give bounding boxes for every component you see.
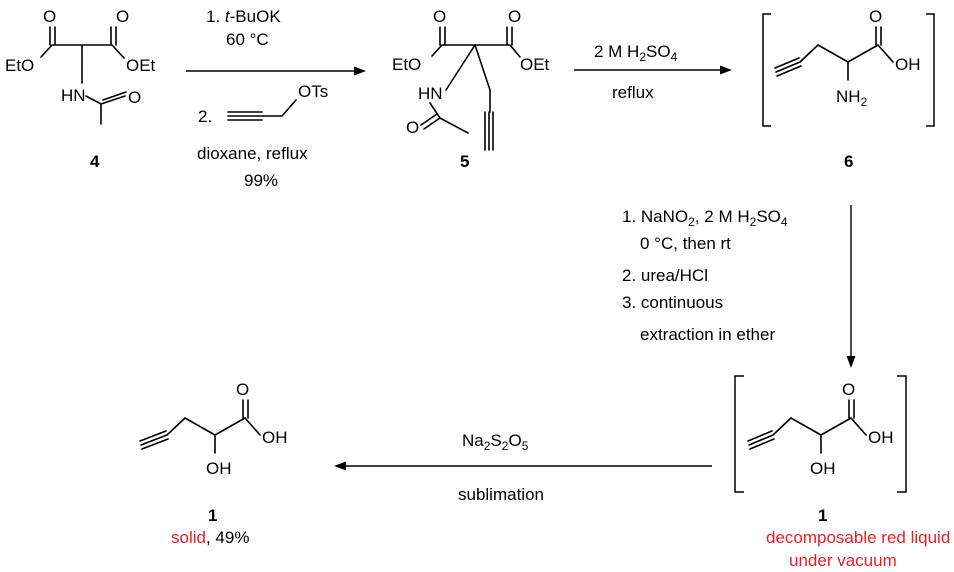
compound-label: 5 xyxy=(460,152,469,171)
reagent-text: dioxane, reflux xyxy=(197,144,308,163)
reagent-text: 1. NaNO2, 2 M H2SO4 xyxy=(622,207,788,229)
atom-label: O xyxy=(406,118,419,137)
compound-1-intermediate-structure: O OH OH 1 decomposable red liquid under … xyxy=(734,375,950,570)
compound-4-structure: O O EtO OEt HN O 4 xyxy=(5,7,156,171)
atom-label: OH xyxy=(810,459,836,478)
reagent-text: extraction in ether xyxy=(640,325,775,344)
atom-label: O xyxy=(128,88,141,107)
atom-label: O xyxy=(869,7,882,26)
atom-label: OTs xyxy=(298,82,328,101)
reagent-text: reflux xyxy=(612,83,654,102)
atom-label: HN xyxy=(418,84,443,103)
atom-label: OH xyxy=(868,428,894,447)
compound-label: 1 xyxy=(208,506,217,525)
compound-5-structure: O O EtO OEt HN O 5 xyxy=(392,7,550,171)
result-text: solid, 49% xyxy=(171,528,249,547)
step4-conditions: Na2S2O5 sublimation xyxy=(334,431,712,504)
atom-label: OEt xyxy=(126,56,156,75)
reagent-text: sublimation xyxy=(458,485,544,504)
reagent-text: Na2S2O5 xyxy=(462,431,529,453)
atom-label: O xyxy=(433,7,446,26)
atom-label: O xyxy=(842,380,855,399)
step2-conditions: 2 M H2SO4 reflux xyxy=(574,42,732,102)
atom-label: HN xyxy=(61,86,86,105)
reagent-text: 0 °C, then rt xyxy=(640,234,731,253)
atom-label: O xyxy=(116,7,129,26)
note-text: under vacuum xyxy=(789,551,897,570)
compound-label: 1 xyxy=(818,506,827,525)
atom-label: NH2 xyxy=(836,87,868,109)
step1-conditions: 1. t-BuOK 60 °C 2. OTs dioxane, reflux 9… xyxy=(186,7,366,190)
reagent-text: 2. urea/HCl xyxy=(622,266,708,285)
reagent-text: 1. t-BuOK xyxy=(206,7,281,26)
atom-label: O xyxy=(236,380,249,399)
atom-label: EtO xyxy=(392,55,421,74)
yield-text: 99% xyxy=(244,171,278,190)
atom-label: OH xyxy=(895,55,921,74)
compound-label: 4 xyxy=(90,152,100,171)
atom-label: OEt xyxy=(520,55,550,74)
compound-1-final-structure: O OH OH 1 solid, 49% xyxy=(139,380,288,547)
atom-label: OH xyxy=(206,459,232,478)
compound-label: 6 xyxy=(844,152,853,171)
compound-6-structure: O OH NH2 6 xyxy=(762,7,935,171)
atom-label: O xyxy=(43,7,56,26)
step3-conditions: 1. NaNO2, 2 M H2SO4 0 °C, then rt 2. ure… xyxy=(622,205,856,368)
note-text: decomposable red liquid xyxy=(766,528,950,547)
reagent-text: 2 M H2SO4 xyxy=(594,42,678,64)
atom-label: OH xyxy=(262,428,288,447)
atom-label: EtO xyxy=(5,56,34,75)
reagent-text: 3. continuous xyxy=(622,293,723,312)
reagent-number: 2. xyxy=(198,107,212,126)
reagent-text: 60 °C xyxy=(226,30,269,49)
atom-label: O xyxy=(508,7,521,26)
